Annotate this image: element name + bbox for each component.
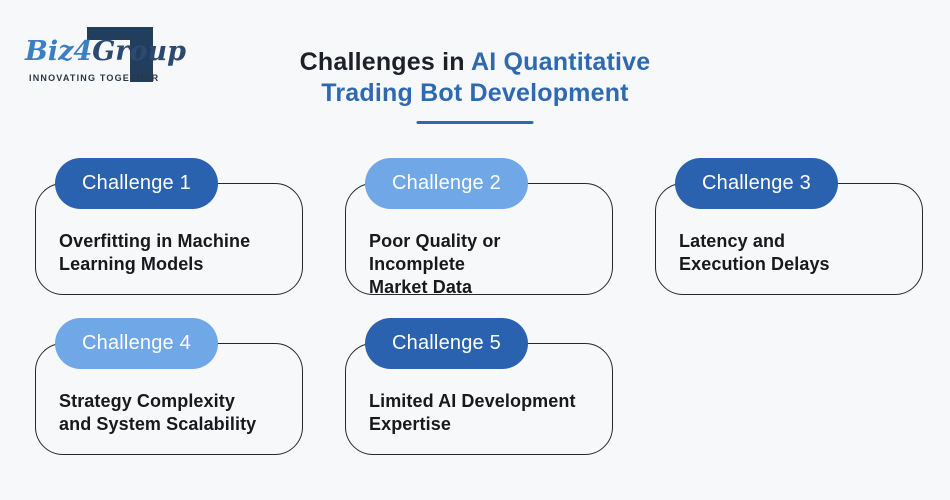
challenge-2-line2: Market Data <box>369 277 473 297</box>
challenge-3-line2: Execution Delays <box>679 254 830 274</box>
title-prefix: Challenges in <box>299 48 471 76</box>
challenge-3-line1: Latency and <box>679 231 786 251</box>
challenge-3-pill: Challenge 3 <box>675 158 838 209</box>
page-title: Challenges in AI Quantitative Trading Bo… <box>0 47 950 109</box>
title-line2: Trading Bot Development <box>321 79 629 107</box>
challenge-card-1: Challenge 1 Overfitting in Machine Learn… <box>35 158 303 295</box>
challenge-4-line2: and System Scalability <box>59 414 257 434</box>
challenge-1-description: Overfitting in Machine Learning Models <box>59 230 290 276</box>
challenge-card-2: Challenge 2 Poor Quality or Incomplete M… <box>345 158 613 297</box>
logo-wordmark-4: 4 <box>73 36 93 67</box>
challenge-1-line1: Overfitting in Machine <box>59 231 251 251</box>
biz4group-logo: Biz4Group INNOVATING TOGETHER <box>25 25 225 95</box>
challenge-card-5: Challenge 5 Limited AI Development Exper… <box>345 318 613 455</box>
challenge-1-line2: Learning Models <box>59 254 204 274</box>
challenge-4-label: Challenge 4 <box>82 332 191 354</box>
challenge-2-pill: Challenge 2 <box>365 158 528 209</box>
challenge-card-4: Challenge 4 Strategy Complexity and Syst… <box>35 318 303 455</box>
challenge-2-line1: Poor Quality or Incomplete <box>369 231 501 274</box>
challenge-5-line2: Expertise <box>369 414 451 434</box>
challenge-4-description: Strategy Complexity and System Scalabili… <box>59 390 290 436</box>
challenge-1-label: Challenge 1 <box>82 172 191 194</box>
challenge-3-description: Latency and Execution Delays <box>679 230 910 276</box>
challenge-2-description: Poor Quality or Incomplete Market Data <box>369 230 600 299</box>
title-highlight: AI Quantitative <box>470 48 651 76</box>
challenge-4-pill: Challenge 4 <box>55 318 218 369</box>
logo-bracket-shape <box>87 27 153 82</box>
title-underline <box>416 121 534 124</box>
logo-wordmark-group: Group <box>92 36 187 67</box>
challenge-4-line1: Strategy Complexity <box>59 391 235 411</box>
challenge-5-description: Limited AI Development Expertise <box>369 390 600 436</box>
logo-wordmark: Biz4Group <box>25 37 186 67</box>
logo-tagline: INNOVATING TOGETHER <box>29 73 160 83</box>
challenge-1-pill: Challenge 1 <box>55 158 218 209</box>
challenge-5-pill: Challenge 5 <box>365 318 528 369</box>
challenge-3-label: Challenge 3 <box>702 172 811 194</box>
challenge-2-label: Challenge 2 <box>392 172 501 194</box>
logo-wordmark-biz: Biz <box>25 36 74 67</box>
challenge-card-3: Challenge 3 Latency and Execution Delays <box>655 158 923 295</box>
challenge-5-label: Challenge 5 <box>392 332 501 354</box>
challenge-5-line1: Limited AI Development <box>369 391 576 411</box>
